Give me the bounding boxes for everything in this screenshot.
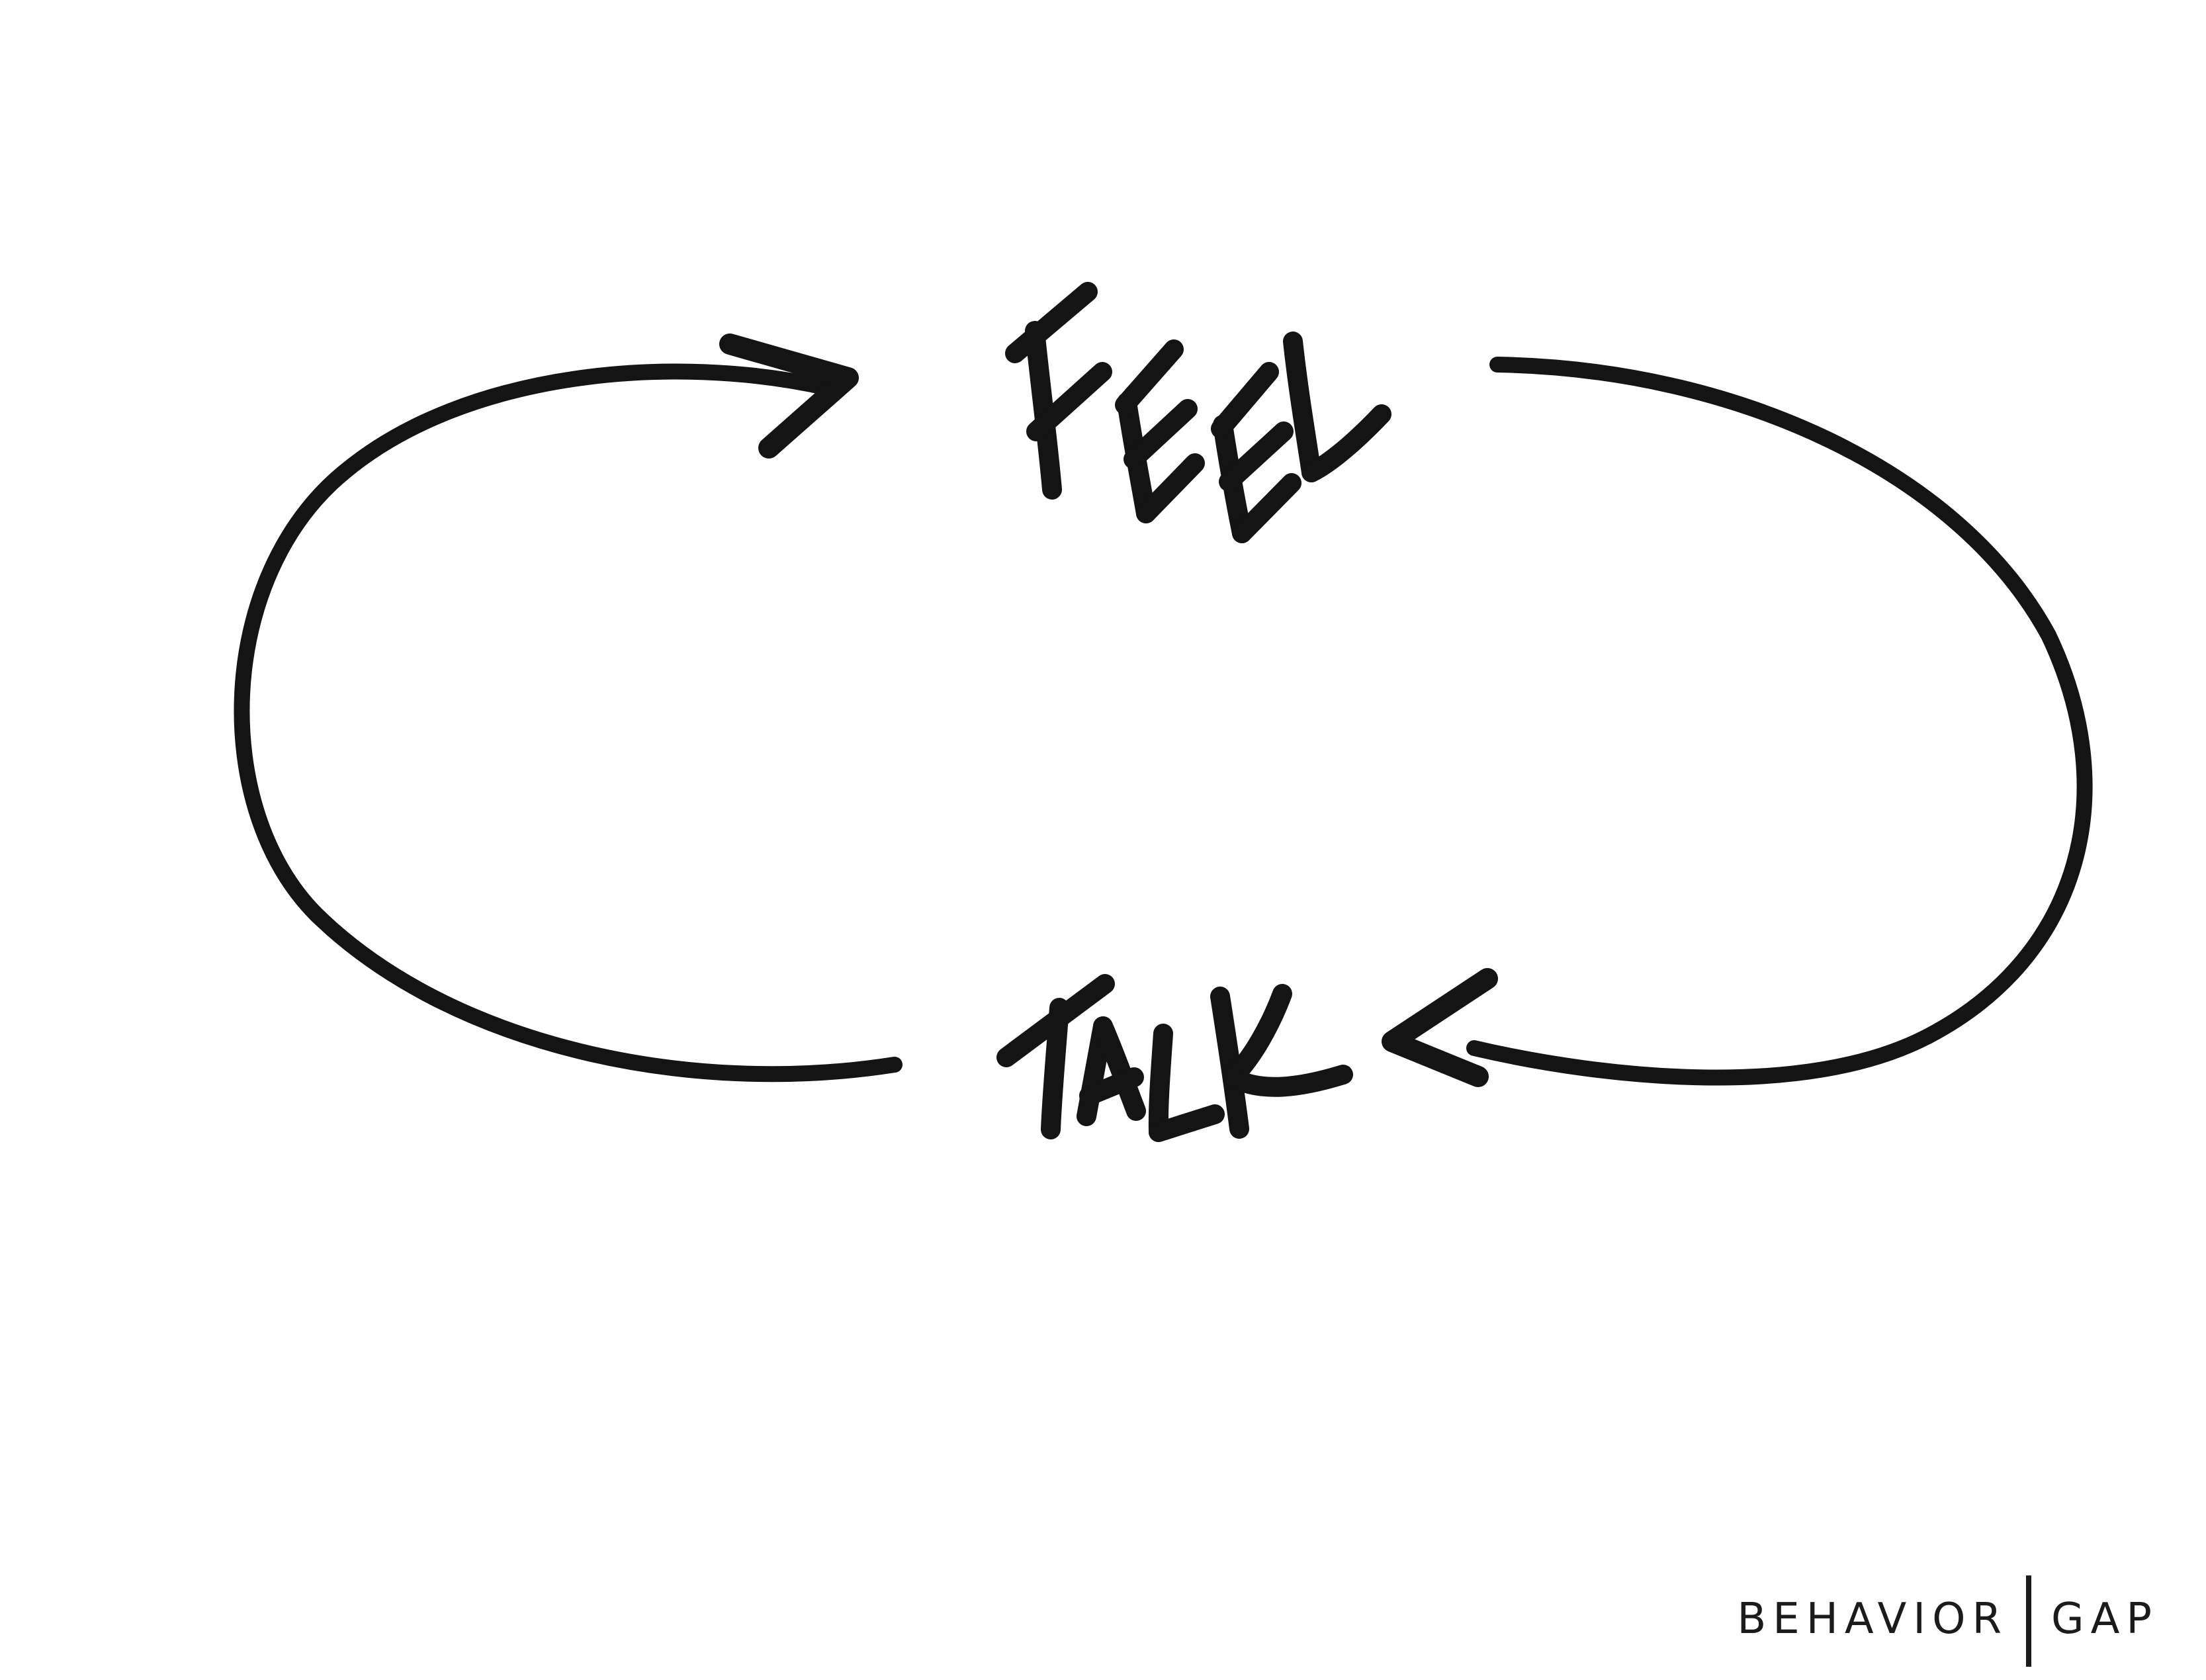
wordmark-gap: GAP	[2051, 1595, 2158, 1644]
letter-F	[1005, 282, 1112, 500]
left-loop-arrow	[234, 333, 903, 1083]
letter-E1	[1115, 339, 1205, 523]
letter-E2	[1211, 362, 1302, 543]
letter-T	[996, 974, 1115, 1139]
letter-A	[1077, 1016, 1146, 1126]
left-loop-arc	[234, 363, 903, 1083]
letter-L2	[1148, 1024, 1225, 1142]
behaviorgap-wordmark: BEHAVIOR GAP	[1737, 1575, 2158, 1667]
wordmark-behavior: BEHAVIOR	[1737, 1595, 2008, 1644]
letter-L	[1283, 332, 1391, 482]
talk-label	[996, 974, 1353, 1142]
letter-K	[1210, 984, 1353, 1139]
right-loop-arrow	[1382, 357, 2093, 1087]
left-loop-arrowhead-icon	[719, 333, 859, 459]
right-loop-arrowhead-icon	[1382, 968, 1498, 1087]
feel-label	[1005, 282, 1391, 543]
right-loop-arc	[1466, 357, 2093, 1086]
